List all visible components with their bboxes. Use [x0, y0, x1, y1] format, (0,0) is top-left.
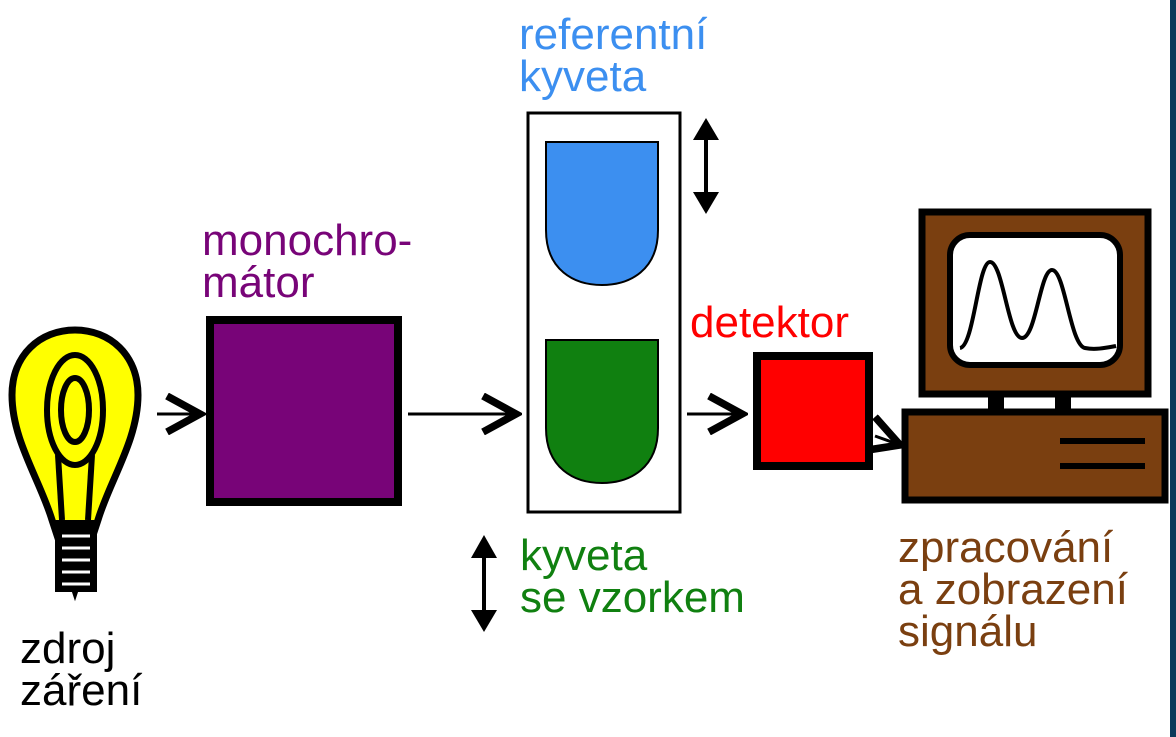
- source-label: zdroj záření: [20, 624, 143, 715]
- monochromator-label: monochro- mátor: [202, 216, 413, 307]
- bulb-wire-left: [55, 454, 65, 521]
- monitor-screen: [947, 232, 1123, 368]
- monochromator-box: [206, 316, 402, 506]
- double-arrow-upper-icon: [693, 118, 719, 214]
- arrow-detector-to-computer: [875, 436, 900, 445]
- bulb-filament-outer: [44, 352, 106, 468]
- detector-label: detektor: [690, 298, 849, 347]
- sample-label-line1: kyveta: [520, 531, 648, 580]
- source-label-line1: zdroj: [20, 624, 116, 673]
- bulb-base-threads: [62, 534, 90, 586]
- computer-icon: [901, 208, 1169, 504]
- computer-case: [901, 408, 1169, 504]
- monitor-stand-left: [988, 394, 1004, 412]
- sample-cuvette: [545, 339, 659, 485]
- monochromator-label-line1: monochro-: [202, 216, 413, 265]
- processing-label-line2: a zobrazení: [898, 565, 1128, 614]
- bulb-filament-inner: [58, 375, 92, 445]
- signal-peaks-graph: [958, 259, 1117, 351]
- monochromator-label-line2: mátor: [202, 258, 315, 307]
- sample-cuvette-label: kyveta se vzorkem: [520, 531, 745, 622]
- bulb-glass: [8, 326, 142, 602]
- reference-label-line2: kyveta: [519, 52, 647, 101]
- reference-cuvette-label: referentní kyveta: [519, 10, 708, 101]
- processing-label: zpracování a zobrazení signálu: [898, 523, 1128, 656]
- double-arrow-lower-icon: [471, 535, 497, 632]
- reference-label-line1: referentní: [519, 10, 708, 59]
- light-bulb-icon: [8, 326, 142, 602]
- processing-label-line1: zpracování: [898, 523, 1114, 572]
- bulb-base: [55, 520, 97, 592]
- source-label-line2: záření: [20, 666, 143, 715]
- sample-label-line2: se vzorkem: [520, 573, 745, 622]
- detector-box: [753, 352, 873, 470]
- bulb-wire-right: [85, 454, 95, 521]
- right-edge-border: [1170, 0, 1176, 737]
- reference-cuvette: [545, 141, 659, 287]
- monitor-stand-right: [1055, 394, 1071, 412]
- processing-label-line3: signálu: [898, 607, 1038, 656]
